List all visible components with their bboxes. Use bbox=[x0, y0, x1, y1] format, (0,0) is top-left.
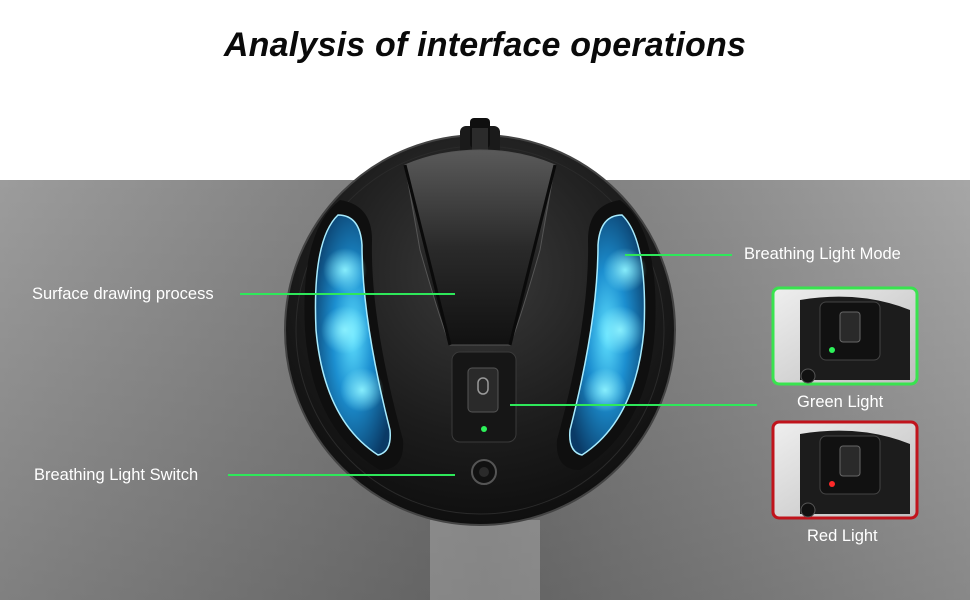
red-light-thumbnail bbox=[771, 420, 919, 520]
page-title: Analysis of interface operations bbox=[223, 26, 747, 64]
breathing-mode-label: Breathing Light Mode bbox=[744, 245, 901, 263]
left-light-panel bbox=[304, 200, 404, 470]
surface-drawing-label: Surface drawing process bbox=[32, 285, 214, 303]
center-surface bbox=[404, 149, 556, 346]
breathing-switch-label: Breathing Light Switch bbox=[34, 466, 199, 484]
green-led-indicator bbox=[481, 426, 487, 432]
red-light-caption: Red Light bbox=[807, 527, 878, 545]
right-light-panel bbox=[556, 200, 656, 470]
green-light-thumbnail bbox=[771, 286, 919, 386]
green-light-caption: Green Light bbox=[797, 393, 884, 411]
